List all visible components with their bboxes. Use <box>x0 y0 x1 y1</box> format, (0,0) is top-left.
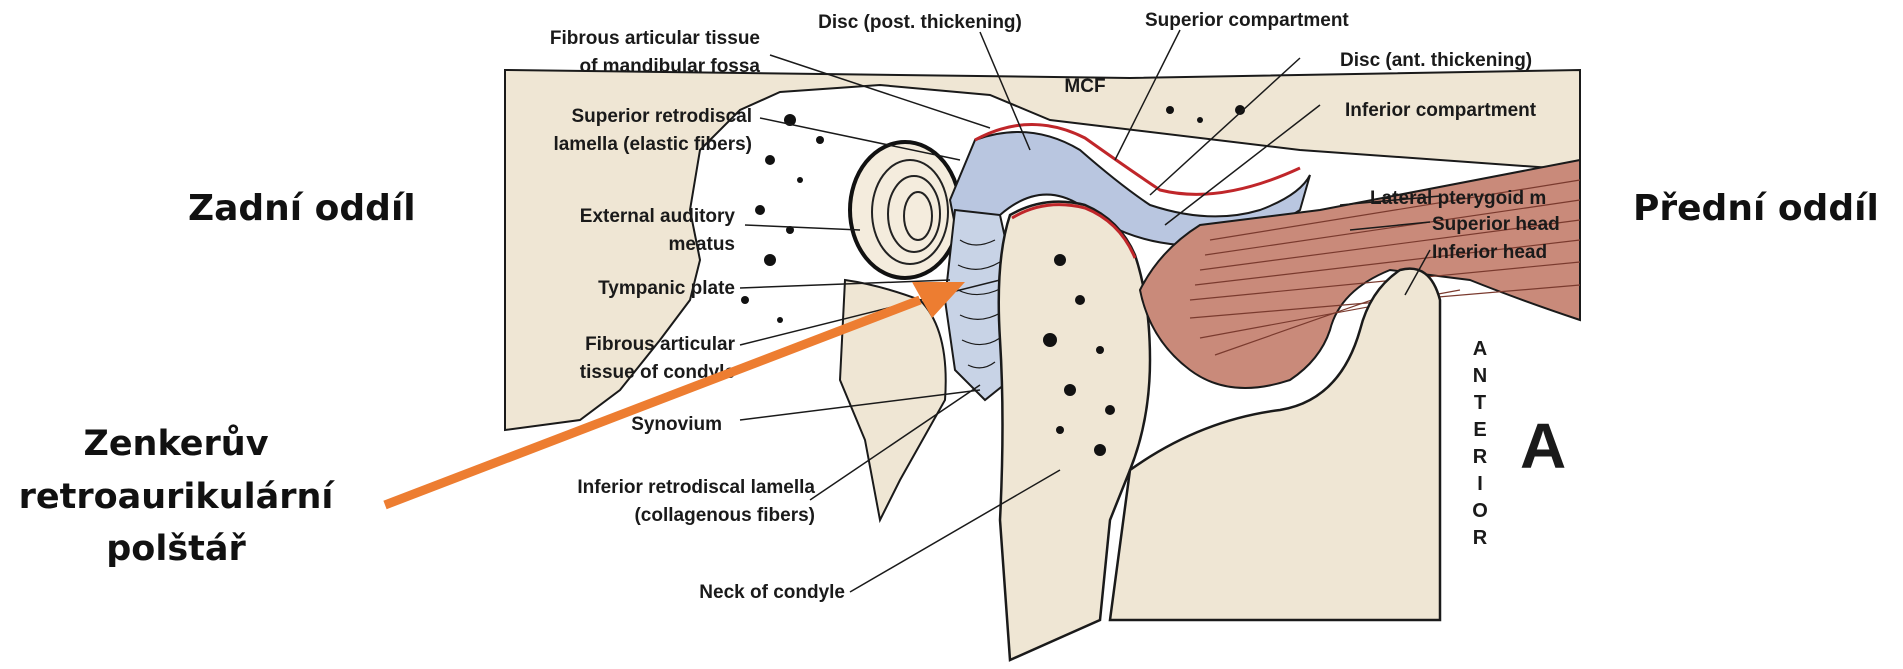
label-inferior-head: Inferior head <box>1432 242 1547 263</box>
anterior-letter: N <box>1473 365 1487 387</box>
label-lateral-pterygoid: Lateral pterygoid m <box>1370 188 1546 209</box>
zenker-pad-label: Zenkerův retroaurikulární polštář <box>0 418 352 576</box>
label-fibrous-fossa-2: of mandibular fossa <box>579 56 760 77</box>
anterior-section-label: Přední oddíl <box>1633 188 1879 229</box>
label-fibrous-condyle-1: Fibrous articular <box>585 334 736 355</box>
anterior-letter: E <box>1473 419 1486 441</box>
label-superior-compartment: Superior compartment <box>1145 10 1349 31</box>
anterior-letter: T <box>1474 392 1486 414</box>
label-inferior-retro-2: (collagenous fibers) <box>634 505 815 526</box>
label-synovium: Synovium <box>631 414 722 435</box>
label-neck-condyle: Neck of condyle <box>699 582 845 603</box>
label-mcf: MCF <box>1064 76 1105 97</box>
label-fibrous-fossa-1: Fibrous articular tissue <box>550 28 760 49</box>
label-inferior-retro-1: Inferior retrodiscal lamella <box>577 477 815 498</box>
anterior-letter: I <box>1477 473 1483 495</box>
anterior-letter: R <box>1473 527 1488 549</box>
external-auditory-meatus-shape <box>850 142 960 278</box>
label-inferior-compartment: Inferior compartment <box>1345 100 1537 121</box>
zenker-pad-label-line-1: Zenkerův <box>0 418 352 471</box>
anterior-letter: R <box>1473 446 1488 468</box>
panel-letter-a: A <box>1520 410 1566 482</box>
label-ext-auditory-1: External auditory <box>580 206 736 227</box>
label-disc-ant: Disc (ant. thickening) <box>1340 50 1532 71</box>
label-tympanic-plate: Tympanic plate <box>598 278 735 299</box>
label-superior-retro-2: lamella (elastic fibers) <box>553 134 752 155</box>
posterior-section-label: Zadní oddíl <box>188 188 416 229</box>
zenker-pad-label-line-3: polštář <box>0 523 352 576</box>
label-superior-head: Superior head <box>1432 214 1560 235</box>
anterior-letter: A <box>1473 338 1487 360</box>
label-superior-retro-1: Superior retrodiscal <box>571 106 752 127</box>
label-ext-auditory-2: meatus <box>668 234 735 255</box>
zenker-pad-label-line-2: retroaurikulární <box>0 471 352 524</box>
label-disc-post: Disc (post. thickening) <box>818 12 1022 33</box>
anterior-letter: O <box>1472 500 1488 522</box>
